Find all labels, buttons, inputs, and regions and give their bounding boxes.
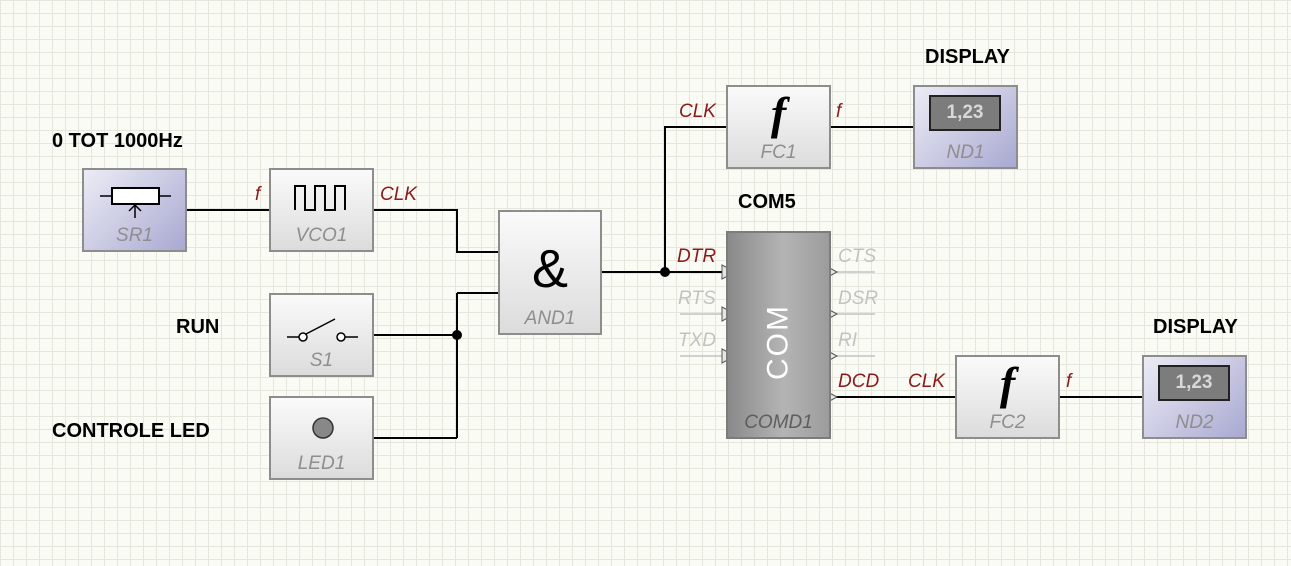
block-vco1[interactable]: VCO1 xyxy=(269,168,374,252)
block-label: AND1 xyxy=(524,308,576,329)
block-label: VCO1 xyxy=(295,225,348,246)
pin-ri: RI xyxy=(838,330,857,351)
com-title: COM5 xyxy=(738,191,796,213)
potentiometer-icon xyxy=(100,187,171,218)
block-label: SR1 xyxy=(116,225,153,246)
block-nd2[interactable]: 1,23 ND2 xyxy=(1142,355,1247,439)
wire-to-fc1 xyxy=(664,126,727,272)
pin-fc2-f: f xyxy=(1066,371,1072,392)
block-label: LED1 xyxy=(297,453,346,474)
block-comd1[interactable]: COM COMD1 xyxy=(726,231,831,439)
display-readout: 1,23 xyxy=(1158,365,1230,401)
pin-fc2-clk: CLK xyxy=(908,371,945,392)
frequency-icon: f xyxy=(999,358,1016,409)
com-label: COM xyxy=(761,304,795,380)
pin-sr1-f: f xyxy=(255,184,261,205)
block-label: COMD1 xyxy=(744,412,813,433)
switch-icon xyxy=(287,318,358,342)
junction-dot xyxy=(660,267,670,277)
wire-vco1-and1 xyxy=(374,209,499,253)
block-and1[interactable]: & AND1 xyxy=(498,210,602,335)
pin-vco1-clk: CLK xyxy=(380,184,417,205)
block-fc1[interactable]: f FC1 xyxy=(726,85,831,169)
pin-txd: TXD xyxy=(678,330,716,351)
led-title: CONTROLE LED xyxy=(52,420,210,442)
block-label: FC2 xyxy=(989,412,1026,433)
block-s1[interactable]: S1 xyxy=(269,293,374,377)
block-fc2[interactable]: f FC2 xyxy=(955,355,1060,439)
run-title: RUN xyxy=(176,316,220,338)
pin-fc1-f: f xyxy=(836,101,842,122)
pin-dsr: DSR xyxy=(838,288,879,309)
block-label: ND1 xyxy=(946,142,985,163)
block-label: S1 xyxy=(309,350,334,371)
and-icon: & xyxy=(531,239,569,299)
block-sr1[interactable]: SR1 xyxy=(82,168,187,252)
pin-fc1-clk: CLK xyxy=(679,101,716,122)
display2-title: DISPLAY xyxy=(1153,316,1238,338)
junction-dot xyxy=(452,330,462,340)
display1-title: DISPLAY xyxy=(925,46,1010,68)
range-title: 0 TOT 1000Hz xyxy=(52,130,183,152)
frequency-icon: f xyxy=(770,88,787,139)
pin-dtr: DTR xyxy=(677,246,717,267)
block-nd1[interactable]: 1,23 ND1 xyxy=(913,85,1018,169)
pin-cts: CTS xyxy=(838,246,876,267)
display-readout: 1,23 xyxy=(929,95,1001,131)
block-led1[interactable]: LED1 xyxy=(269,396,374,480)
block-label: FC1 xyxy=(760,142,797,163)
pin-dcd: DCD xyxy=(838,371,880,392)
square-wave-icon xyxy=(294,185,346,211)
block-label: ND2 xyxy=(1175,412,1214,433)
pin-rts: RTS xyxy=(678,288,716,309)
led-icon xyxy=(312,417,334,439)
